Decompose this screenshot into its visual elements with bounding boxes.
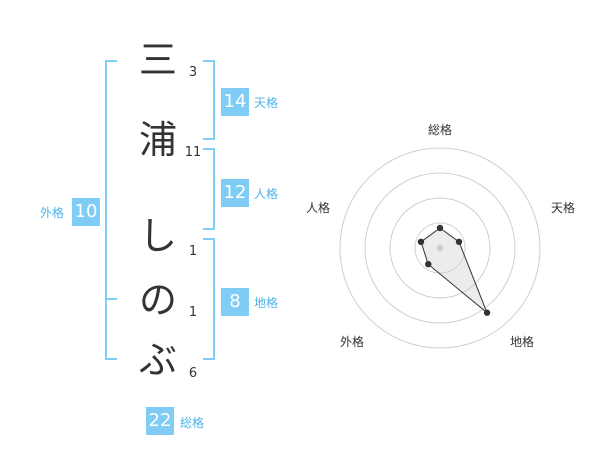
radar-ring-4 (339, 147, 541, 349)
tenkaku-label: 天格 (254, 96, 279, 110)
radar-center (437, 245, 443, 251)
radar-point-3 (483, 309, 491, 316)
radar-point-4 (425, 260, 432, 268)
name-char-3: し (138, 214, 177, 258)
stroke-count-4: 1 (188, 305, 198, 320)
radar-ring-1 (414, 222, 466, 274)
radar-polygon (420, 227, 488, 314)
jinkaku-label: 人格 (254, 187, 279, 201)
stroke-count-1: 3 (188, 65, 198, 80)
radar-point-2 (455, 238, 463, 246)
radar-point-5 (417, 238, 425, 246)
radar-axis-label-chikaku: 地格 (510, 335, 535, 349)
radar-ring-3 (364, 172, 516, 324)
chikaku-label: 地格 (254, 296, 279, 310)
stroke-count-3: 1 (188, 244, 198, 259)
stroke-count-2: 11 (184, 145, 202, 160)
radar-axis-label-jinkaku: 人格 (306, 201, 331, 215)
name-char-1: 三 (138, 38, 177, 82)
soukaku-label: 総格 (180, 416, 205, 430)
gaikaku-label: 外格 (40, 206, 65, 220)
radar-point-1 (436, 224, 444, 232)
radar-axis-label-tenkaku: 天格 (551, 201, 576, 215)
soukaku-value: 22 (146, 407, 174, 435)
tenkaku-value: 14 (221, 88, 249, 116)
name-char-4: の (138, 278, 177, 322)
radar-background (340, 148, 540, 348)
jinkaku-value: 12 (221, 179, 249, 207)
radar-axis-label-gaikaku: 外格 (340, 335, 365, 349)
radar-ring-2 (389, 197, 491, 299)
chikaku-value: 8 (221, 288, 249, 316)
name-char-5: ぶ (138, 338, 177, 382)
name-char-2: 浦 (138, 118, 177, 162)
radar-axis-label-soukaku: 総格 (428, 123, 453, 137)
gaikaku-value: 10 (72, 198, 100, 226)
stroke-count-5: 6 (188, 366, 198, 381)
